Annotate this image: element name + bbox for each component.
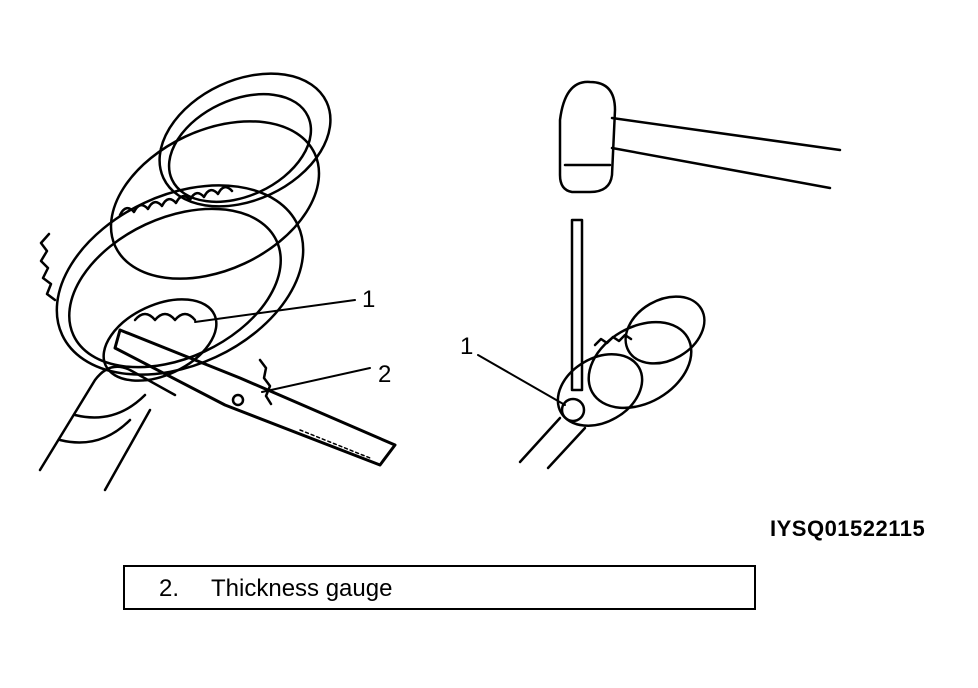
callout-right-1: 1 [460,333,474,360]
hammer [558,80,842,194]
legend-number: 2. [159,575,180,602]
callout-left-1: 1 [362,286,376,313]
legend-box: 2. Thickness gauge [123,565,756,610]
callout-left-2: 2 [378,361,392,388]
thickness-gauge [113,328,397,467]
punch [570,218,584,392]
figure-code: IYSQ01522115 [770,516,926,541]
legend-text: Thickness gauge [211,575,393,602]
gear-assembly-left [38,72,332,492]
gear-assembly-right [518,295,706,470]
